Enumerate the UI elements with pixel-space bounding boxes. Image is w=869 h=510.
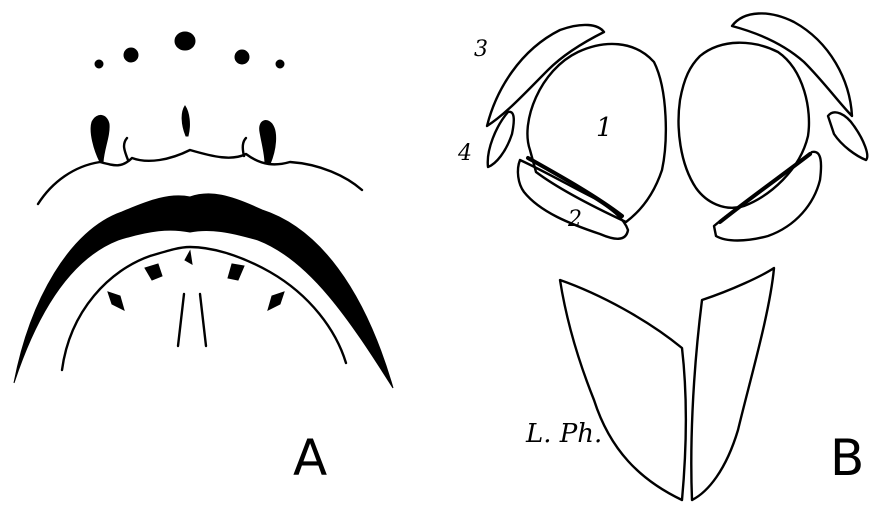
seta bbox=[228, 264, 244, 280]
panel-a-upper-margin bbox=[38, 106, 362, 204]
seta bbox=[268, 292, 284, 310]
plate-4-left bbox=[488, 112, 514, 167]
panel-a-top-dots bbox=[95, 32, 284, 68]
lph-plate-left bbox=[560, 280, 686, 500]
plate-2-right bbox=[714, 152, 821, 241]
label-4: 4 bbox=[457, 141, 472, 166]
seta bbox=[108, 292, 124, 310]
panel-b-letter: B bbox=[830, 429, 864, 487]
bristle-center bbox=[182, 106, 189, 136]
plate-1-right bbox=[679, 43, 809, 208]
dot bbox=[95, 60, 103, 68]
panel-a-black-crescent bbox=[14, 194, 393, 388]
seta bbox=[145, 264, 162, 280]
label-2: 2 bbox=[567, 207, 582, 232]
plate-4-right bbox=[828, 112, 867, 160]
dot bbox=[235, 50, 249, 64]
bristle-right bbox=[260, 121, 276, 164]
panel-a-letter: A bbox=[293, 429, 327, 487]
lph-plate-right bbox=[691, 268, 774, 500]
label-lph: L. Ph. bbox=[525, 419, 602, 449]
plate-3-left bbox=[487, 25, 604, 126]
panel-a: A bbox=[14, 32, 393, 487]
label-1: 1 bbox=[596, 113, 613, 143]
median-line bbox=[178, 294, 184, 346]
panel-b: 1 2 3 4 L. Ph. B bbox=[457, 13, 867, 500]
dot bbox=[276, 60, 284, 68]
seta bbox=[185, 251, 192, 264]
bristle-left-inner bbox=[124, 138, 128, 160]
dot bbox=[175, 32, 195, 50]
median-line bbox=[200, 294, 206, 346]
plate-2-right-stripe bbox=[720, 154, 810, 222]
dot bbox=[124, 48, 138, 62]
label-3: 3 bbox=[474, 37, 488, 62]
bristle-left bbox=[91, 115, 109, 162]
